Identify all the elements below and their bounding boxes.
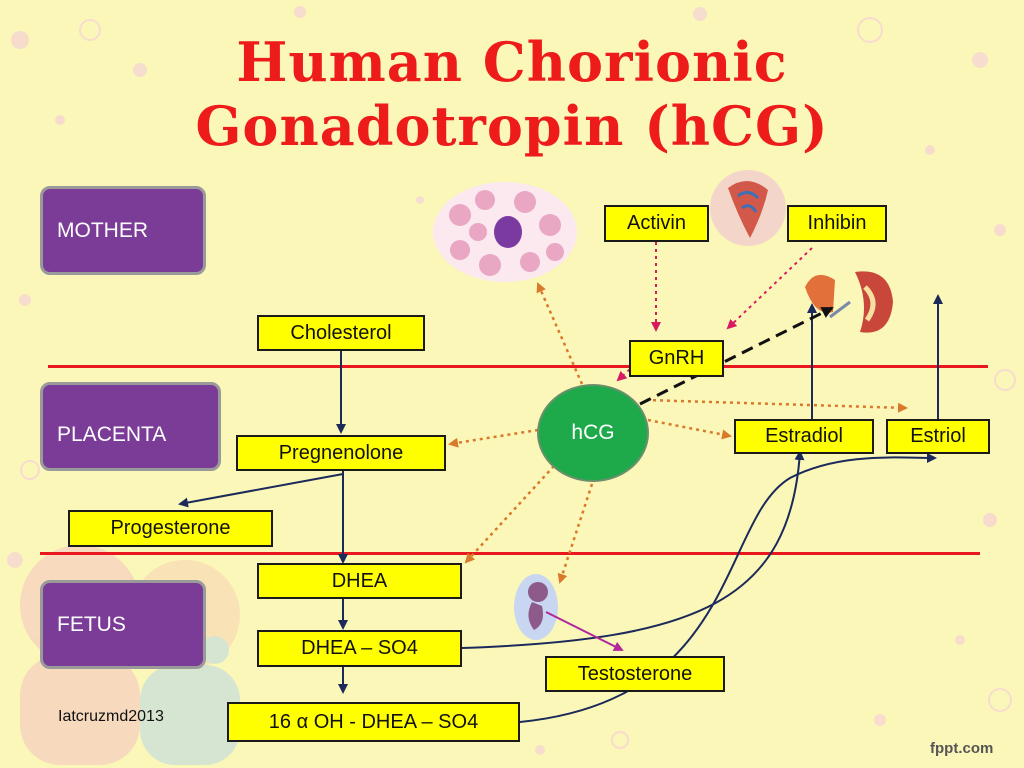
arrow-dheaso4-estradiol: [461, 450, 805, 649]
fetus-image: [514, 574, 558, 640]
blood-cells-image: [433, 182, 577, 282]
arrow-inhibin-gnrh: [726, 247, 813, 330]
page-title: Human Chorionic Gonadotropin (hCG): [0, 30, 1024, 158]
brand-watermark: fppt.com: [930, 740, 994, 757]
gnrh-box: GnRH: [629, 340, 724, 377]
hcg-label: hCG: [571, 421, 615, 444]
placenta-label-text: PLACENTA: [57, 423, 167, 446]
arrow-hcg-estriol: [645, 398, 908, 413]
progesterone-box: Progesterone: [68, 510, 273, 547]
activin-box: Activin: [604, 205, 709, 242]
dhea-so4-box: DHEA – SO4: [257, 630, 462, 667]
kidney-image: [805, 271, 893, 333]
arrow-hcg-dhea: [464, 465, 555, 564]
placenta-region-label: PLACENTA: [40, 382, 221, 471]
title-line-1: Human Chorionic: [236, 30, 788, 94]
estriol-box: Estriol: [886, 419, 990, 454]
placenta-fetus-divider: [40, 552, 980, 555]
arrow-pregnenolone-progesterone: [178, 473, 344, 508]
testosterone-box: Testosterone: [545, 656, 725, 692]
fetus-label-text: FETUS: [57, 612, 126, 636]
fetus-region-label: FETUS: [40, 580, 206, 669]
estradiol-box: Estradiol: [734, 419, 874, 454]
pituitary-image: [710, 170, 786, 246]
mother-label-text: MOTHER: [57, 218, 148, 242]
mother-placenta-divider: [48, 365, 988, 368]
arrow-hcg-testosterone: [557, 483, 594, 584]
arrow-hcg-estradiol: [647, 418, 732, 440]
arrow-hcg-kidney: [639, 306, 834, 406]
cholesterol-box: Cholesterol: [257, 315, 425, 351]
inhibin-box: Inhibin: [787, 205, 887, 242]
title-line-2: Gonadotropin (hCG): [195, 94, 829, 158]
arrow-fetus-testosterone: [545, 611, 624, 651]
oh-dhea-so4-box: 16 α OH - DHEA – SO4: [227, 702, 520, 742]
arrow-hcg-mother: [536, 282, 584, 385]
author-credit: Iatcruzmd2013: [58, 708, 164, 725]
mother-region-label: MOTHER: [40, 186, 206, 275]
dhea-box: DHEA: [257, 563, 462, 599]
pregnenolone-box: Pregnenolone: [236, 435, 446, 471]
arrow-hcg-pregnenolone: [448, 428, 539, 448]
hcg-circle: hCG: [537, 384, 649, 482]
